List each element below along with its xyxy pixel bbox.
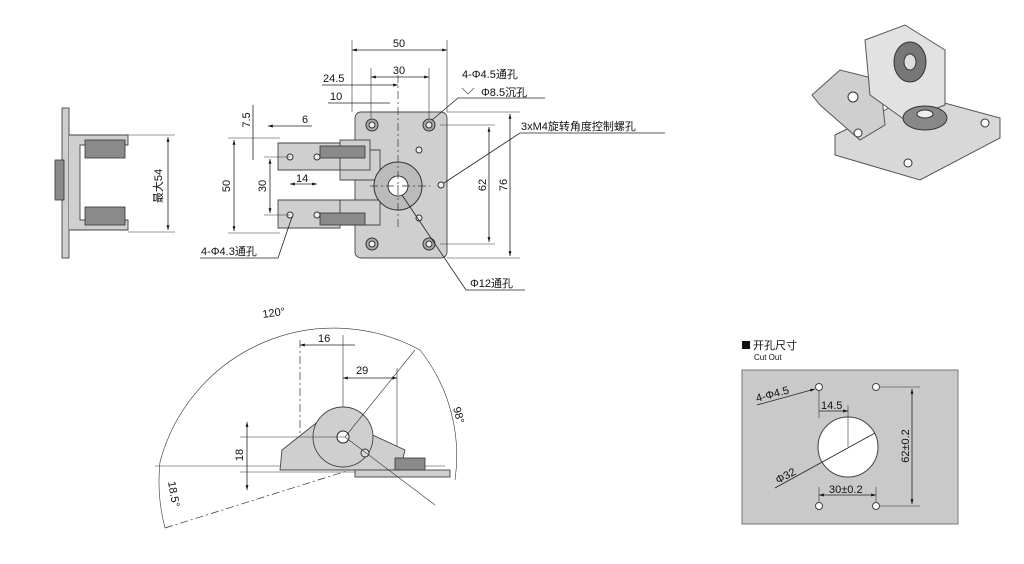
note-mount-holes: 4-Φ4.5通孔 (462, 68, 518, 81)
cutout-dim-14-5: 14.5 (821, 400, 842, 412)
dim-18: 18 (234, 449, 246, 461)
dim-16: 16 (318, 333, 330, 345)
dim-76: 76 (498, 179, 510, 191)
dim-29: 29 (356, 365, 368, 377)
rotation-view: 18 16 29 120° 98° 18.5° (155, 306, 466, 529)
cutout-dim-62: 62±0.2 (900, 429, 912, 463)
side-view: 最大54 (54, 107, 175, 259)
dim-62: 62 (477, 179, 489, 191)
dim-10: 10 (330, 91, 342, 103)
angle-98: 98° (450, 406, 466, 425)
hinge-3d-render (811, 24, 1001, 181)
note-countersink: Φ8.5沉孔 (481, 86, 527, 99)
cutout-dim-30: 30±0.2 (829, 484, 863, 496)
dim-6: 6 (302, 114, 308, 126)
cutout-subtitle: Cut Out (754, 353, 782, 362)
note-lug-holes: 4-Φ4.3通孔 (201, 245, 257, 258)
note-center-hole: Φ12通孔 (470, 277, 513, 290)
dim-width: 50 (393, 38, 405, 50)
cutout-view: 开孔尺寸 Cut Out 4-Φ4.5 14.5 Φ32 30±0.2 62±0… (741, 338, 959, 525)
cutout-title: 开孔尺寸 (753, 338, 797, 352)
dim-30-left: 30 (257, 180, 269, 192)
dim-7-5: 7.5 (241, 112, 253, 127)
note-m4-holes: 3xM4旋转角度控制螺孔 (521, 119, 636, 133)
front-view: 50 30 24.5 10 50 30 7.5 6 14 76 62 4-Φ4.… (200, 38, 665, 291)
dim-14: 14 (296, 173, 308, 185)
dim-30-top: 30 (393, 65, 405, 77)
dim-24-5: 24.5 (323, 73, 344, 85)
angle-120: 120° (262, 306, 286, 321)
dim-50-left: 50 (221, 180, 233, 192)
max-height-label: 最大54 (151, 169, 165, 203)
angle-18-5: 18.5° (165, 480, 181, 508)
